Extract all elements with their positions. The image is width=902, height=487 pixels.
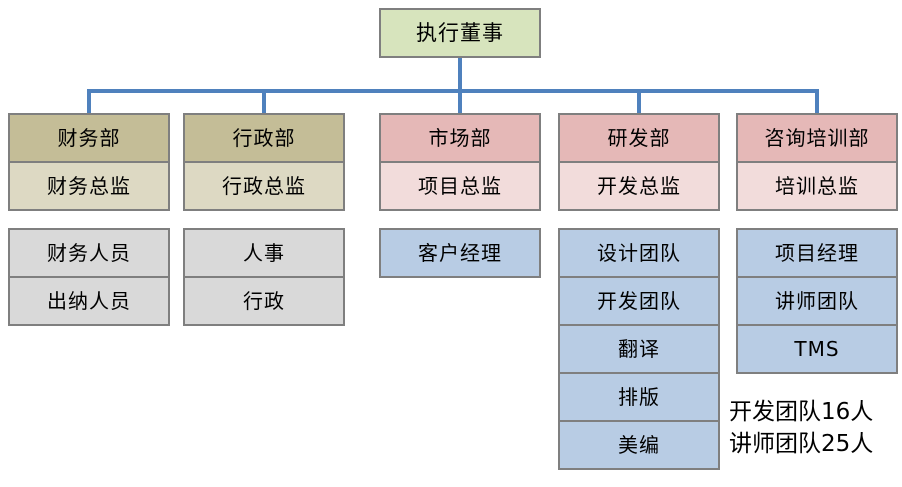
dept-director-label: 培训总监 — [738, 161, 896, 209]
team-cell: 行政 — [185, 276, 343, 324]
team-cell: 开发团队 — [560, 276, 718, 324]
dept-finance: 财务部 财务总监 — [8, 113, 170, 211]
connector-drop-consulting-training — [815, 91, 819, 115]
teams-marketing: 客户经理 — [379, 228, 541, 278]
headcount-annotation: 开发团队16人 讲师团队25人 — [729, 396, 873, 460]
connector-horizontal-line — [87, 89, 819, 93]
team-cell: 项目经理 — [738, 230, 896, 276]
team-cell: TMS — [738, 324, 896, 372]
dept-director-label: 财务总监 — [10, 161, 168, 209]
team-cell: 财务人员 — [10, 230, 168, 276]
dept-consulting-training: 咨询培训部 培训总监 — [736, 113, 898, 211]
team-cell: 排版 — [560, 372, 718, 420]
node-executive-director: 执行董事 — [379, 8, 541, 58]
headcount-line: 开发团队16人 — [729, 399, 874, 425]
dept-admin: 行政部 行政总监 — [183, 113, 345, 211]
dept-name-label: 咨询培训部 — [738, 115, 896, 161]
team-cell: 设计团队 — [560, 230, 718, 276]
dept-marketing: 市场部 项目总监 — [379, 113, 541, 211]
connector-drop-rnd — [637, 91, 641, 115]
dept-name-label: 市场部 — [381, 115, 539, 161]
dept-rnd: 研发部 开发总监 — [558, 113, 720, 211]
team-cell: 翻译 — [560, 324, 718, 372]
teams-admin: 人事 行政 — [183, 228, 345, 326]
teams-finance: 财务人员 出纳人员 — [8, 228, 170, 326]
connector-drop-finance — [87, 91, 91, 115]
dept-director-label: 项目总监 — [381, 161, 539, 209]
connector-drop-admin — [262, 91, 266, 115]
dept-director-label: 开发总监 — [560, 161, 718, 209]
connector-drop-marketing — [458, 91, 462, 115]
connector-trunk-line — [458, 57, 462, 91]
teams-consulting-training: 项目经理 讲师团队 TMS — [736, 228, 898, 374]
dept-name-label: 研发部 — [560, 115, 718, 161]
team-cell: 人事 — [185, 230, 343, 276]
teams-rnd: 设计团队 开发团队 翻译 排版 美编 — [558, 228, 720, 470]
dept-name-label: 行政部 — [185, 115, 343, 161]
team-cell: 客户经理 — [381, 230, 539, 276]
node-label: 执行董事 — [416, 20, 504, 45]
team-cell: 讲师团队 — [738, 276, 896, 324]
team-cell: 出纳人员 — [10, 276, 168, 324]
dept-director-label: 行政总监 — [185, 161, 343, 209]
headcount-line: 讲师团队25人 — [729, 431, 874, 457]
dept-name-label: 财务部 — [10, 115, 168, 161]
team-cell: 美编 — [560, 420, 718, 468]
